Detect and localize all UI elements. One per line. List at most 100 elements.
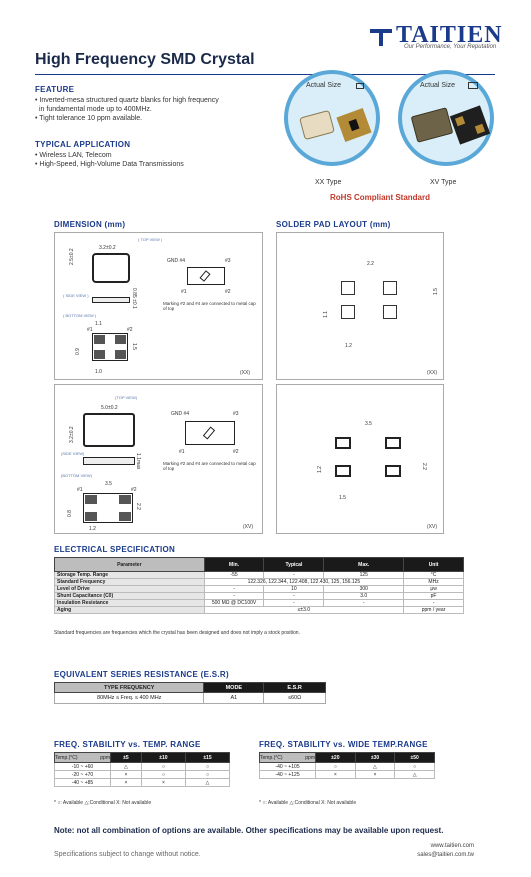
xx-solder-tag: (XX)	[427, 370, 437, 376]
xv-solder-dim: 3.5	[365, 421, 372, 427]
actual-size-box-icon	[356, 83, 364, 89]
pin-label: #2	[131, 487, 137, 493]
column-header: MODE	[203, 682, 265, 693]
pin-label: #2	[127, 327, 133, 333]
application-item: • High-Speed, High-Volume Data Transmiss…	[35, 161, 184, 168]
corner-ppm-label: ppm	[100, 754, 110, 761]
corner-temp-label: Temp.(°C)	[260, 754, 283, 761]
bottom-view-label: (BOTTOM VIEW)	[61, 473, 93, 478]
xx-bottom-dim: 0.9	[75, 348, 81, 355]
corner-ppm-label: ppm	[305, 754, 315, 761]
table-row: Storage Temp. Range-55-125°C	[54, 571, 464, 579]
xx-tag: (XX)	[240, 370, 250, 376]
column-header: ±15	[184, 752, 231, 763]
table-row: -40 ~ +125××△	[259, 770, 435, 779]
xv-bottom-dim: 1.2	[89, 526, 96, 532]
dimension-heading: DIMENSION (mm)	[54, 220, 126, 229]
xv-tag: (XV)	[243, 524, 253, 530]
xv-crystal-image	[411, 105, 490, 145]
pin-label: #3	[233, 411, 239, 417]
marking-note: Marking #2 and #4 are connected to metal…	[163, 461, 256, 471]
email-link[interactable]: sales@taitien.com.tw	[417, 852, 474, 858]
top-view-label: ( TOP VIEW )	[138, 237, 163, 242]
xv-bottom-dim: 0.8	[67, 510, 73, 517]
pin-label: #3	[225, 258, 231, 264]
freq-wide-legend: * ○: Available △:Conditional X: Not avai…	[259, 800, 357, 806]
xv-type-label: XV Type	[430, 179, 457, 186]
disclaimer: Specifications subject to change without…	[54, 851, 201, 858]
xx-thickness-dim: 0.85 ±0.1	[131, 288, 137, 309]
xv-solder-dim: 1.2	[317, 466, 323, 473]
website-link[interactable]: www.taitien.com	[430, 843, 474, 849]
top-view-label: (TOP VIEW)	[115, 395, 138, 400]
xv-solder-dim: 1.5	[339, 495, 346, 501]
electrical-footnote: Standard frequencies are frequencies whi…	[54, 630, 300, 636]
brand-tagline: Our Performance, Your Reputation	[404, 44, 497, 50]
xv-bottom-dim: 2.2	[135, 503, 141, 510]
pin-label: #2	[233, 449, 239, 455]
xx-solder-dim: 1.1	[323, 311, 329, 318]
xv-solder-drawing: 3.5 1.2 2.2 1.5 (XV)	[276, 384, 444, 534]
xx-solder-drawing: 2.2 1.1 1.5 1.2 (XX)	[276, 232, 444, 380]
xv-schematic	[185, 421, 235, 445]
table-row: -40 ~ +105○△○	[259, 762, 435, 771]
table-header-row: Temp.(°C) ppm ±20 ±30 ±50	[259, 752, 435, 763]
column-header: TYPE FREQUENCY	[53, 682, 205, 693]
xx-solder-dim: 2.2	[367, 261, 374, 267]
feature-item: • Inverted-mesa structured quartz blanks…	[35, 97, 219, 104]
pin-label: #1	[77, 487, 83, 493]
side-view-label: ( SIDE VIEW )	[63, 293, 89, 298]
pin-label: #1	[87, 327, 93, 333]
electrical-heading: ELECTRICAL SPECIFICATION	[54, 545, 176, 554]
electrical-table: Parameter Min. Typical Max. Unit Storage…	[54, 557, 464, 614]
rohs-label: RoHS Compliant Standard	[330, 193, 431, 202]
xx-side-body	[92, 297, 130, 303]
availability-note: Note: not all combination of options are…	[54, 826, 444, 835]
xv-bottom-dim: 3.5	[105, 481, 112, 487]
gnd-label: GND #4	[167, 258, 186, 264]
table-header-row: TYPE FREQUENCY MODE E.S.R	[53, 682, 326, 693]
xv-height-dim: 3.2±0.2	[69, 426, 75, 443]
xx-bottom-dim: 1.1	[95, 321, 102, 327]
freq-temp-heading: FREQ. STABILITY vs. TEMP. RANGE	[54, 740, 201, 749]
freq-wide-table: Temp.(°C) ppm ±20 ±30 ±50 -40 ~ +105○△○ …	[259, 752, 435, 779]
xx-solder-dim: 1.2	[345, 343, 352, 349]
xv-bottom-body	[83, 493, 133, 523]
solder-heading: SOLDER PAD LAYOUT (mm)	[276, 220, 391, 229]
column-header: Min.	[203, 557, 265, 572]
column-header: ±10	[140, 752, 186, 763]
actual-size-label: Actual Size	[306, 82, 342, 89]
column-header: E.S.R	[263, 682, 326, 693]
page-title: High Frequency SMD Crystal	[35, 51, 255, 68]
feature-list: • Inverted-mesa structured quartz blanks…	[35, 96, 275, 123]
feature-heading: FEATURE	[35, 85, 75, 94]
esr-table: TYPE FREQUENCY MODE E.S.R 80MHz ≤ Freq. …	[53, 682, 326, 704]
xx-type-label: XX Type	[315, 179, 342, 186]
column-header: ±30	[354, 752, 396, 763]
actual-size-label: Actual Size	[420, 82, 456, 89]
table-row: -10 ~ +60△○○	[54, 762, 231, 771]
xx-dimension-drawing: ( TOP VIEW ) 3.2±0.2 2.5±0.2 0.85 ±0.1 (…	[54, 232, 263, 380]
pin-label: #2	[225, 289, 231, 295]
marking-note: Marking #2 and #4 are connected to metal…	[163, 301, 256, 311]
xv-side-body	[83, 457, 135, 465]
column-header: Unit	[403, 557, 464, 572]
xx-bottom-dim: 1.0	[95, 369, 102, 375]
application-item: • Wireless LAN, Telecom	[35, 152, 112, 159]
table-row: -40 ~ +85××△	[54, 778, 231, 787]
column-header: Typical	[263, 557, 325, 572]
xv-solder-dim: 2.2	[421, 463, 427, 470]
xv-dimension-drawing: (TOP VIEW) 5.0±0.2 3.2±0.2 (SIDE VIEW) 1…	[54, 384, 263, 534]
brand-name: TAITIEN	[396, 22, 503, 48]
side-view-label: (SIDE VIEW)	[61, 451, 85, 456]
column-header: ±50	[394, 752, 435, 763]
xx-photo-circle: Actual Size	[284, 70, 380, 166]
gnd-label: GND #4	[171, 411, 190, 417]
xx-height-dim: 2.5±0.2	[69, 248, 75, 265]
actual-size-box-icon	[468, 82, 478, 89]
